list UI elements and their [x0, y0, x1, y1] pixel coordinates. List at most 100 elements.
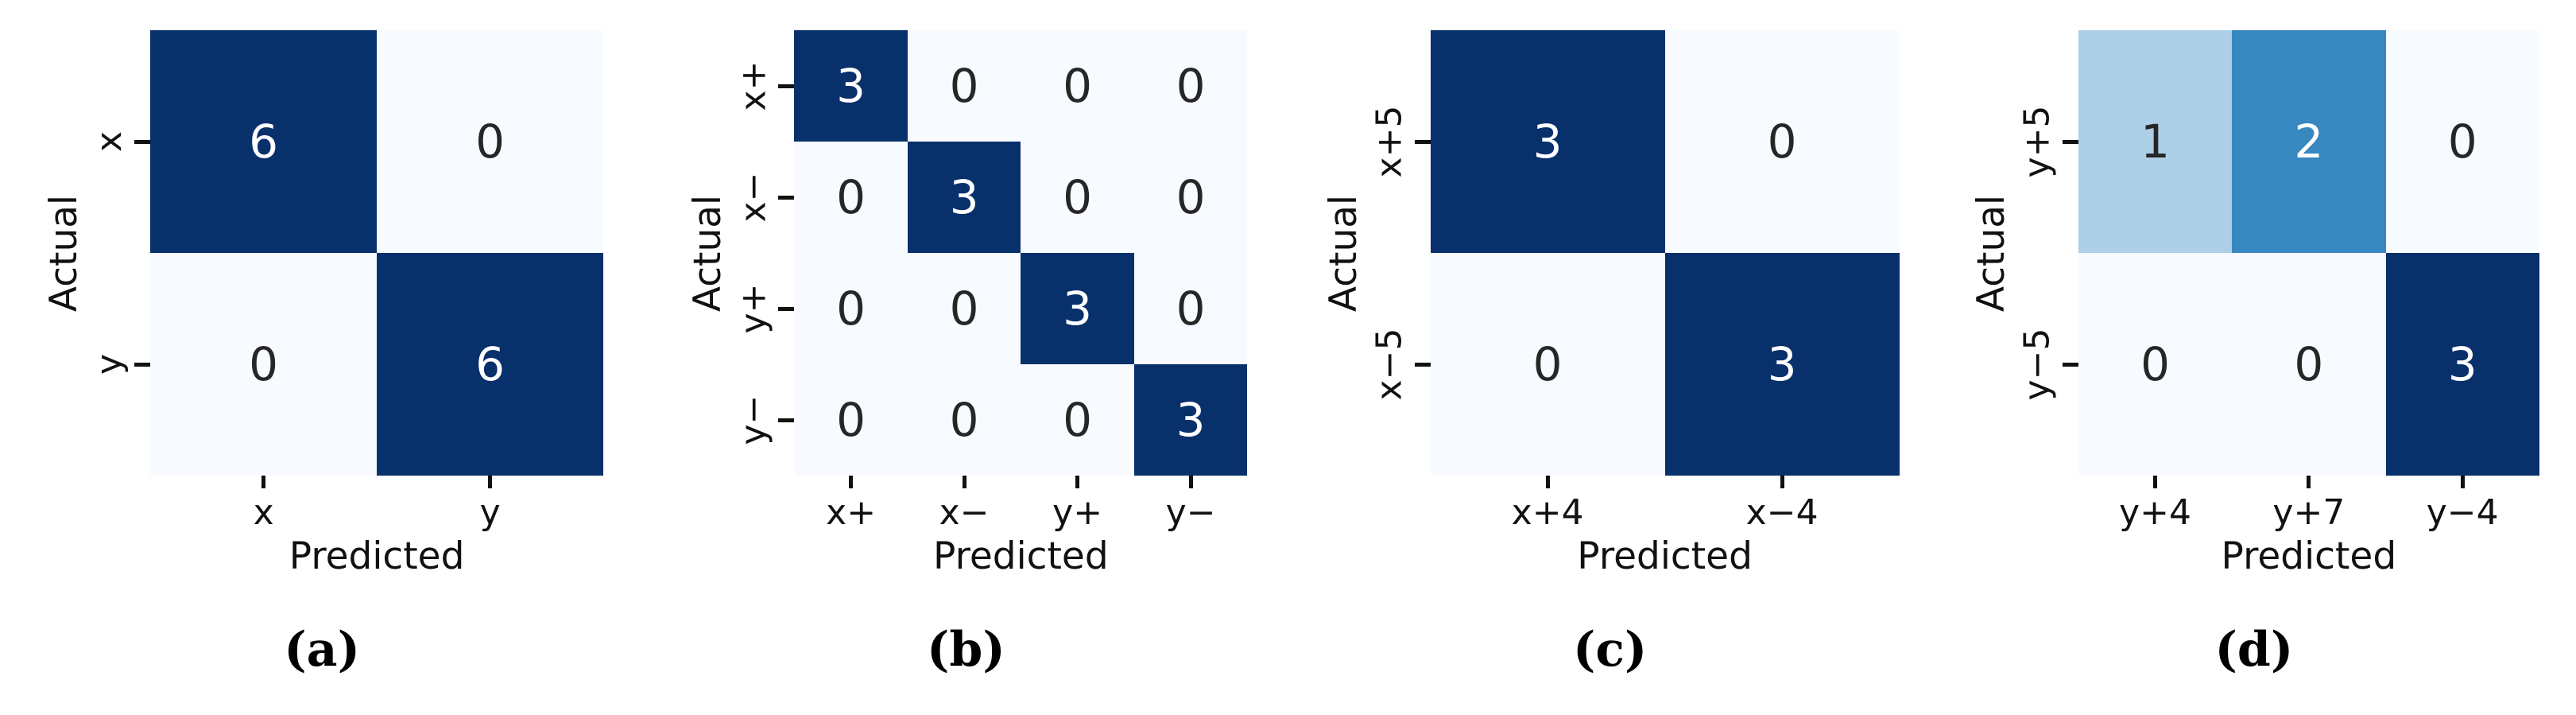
y-axis-label: Actual — [1322, 194, 1366, 312]
y-tick-label: x+ — [733, 60, 774, 111]
x-tick-labels: x+4 x−4 — [1431, 493, 1900, 533]
y-tick-label: y− — [733, 394, 774, 445]
x-tick-mark — [962, 476, 966, 488]
y-tick-label-cell: x+ — [730, 30, 777, 142]
x-tick-label: x+4 — [1511, 492, 1584, 533]
y-tick-mark — [778, 306, 795, 311]
x-tick-cell — [1021, 476, 1134, 490]
y-tick-labels: y+5 y−5 — [2015, 30, 2061, 476]
heatmap-cell-r1c2: 0 — [1021, 142, 1134, 253]
x-tick-cell — [150, 476, 377, 490]
y-tick-label: x−5 — [1369, 328, 1410, 401]
y-tick-label: x− — [733, 172, 774, 223]
heatmap-cell-r1c0: 0 — [150, 253, 378, 476]
y-axis-label: Actual — [1970, 194, 2014, 312]
x-tick-mark — [1545, 476, 1550, 488]
y-tick-cell — [1413, 253, 1431, 476]
y-tick-mark — [1414, 139, 1431, 144]
heatmap-cell-r3c3: 3 — [1133, 364, 1248, 476]
x-tick-mark — [488, 476, 493, 488]
heatmap-cell-r2c1: 0 — [907, 253, 1021, 364]
heatmap-cell-r3c0: 0 — [794, 364, 908, 476]
x-tick-label: x — [253, 492, 274, 533]
y-tick-label-cell: y−5 — [2015, 253, 2061, 476]
y-axis-label: Actual — [41, 194, 86, 312]
caption-a: (a) — [284, 622, 360, 678]
x-tick-marks — [150, 476, 603, 490]
x-tick-label-cell: y+7 — [2232, 493, 2385, 533]
y-axis-label-column: Actual — [1321, 30, 1367, 476]
caption-d: (d) — [2214, 622, 2294, 678]
x-axis-label-row: Predicted — [2078, 534, 2539, 579]
x-tick-cell — [2078, 476, 2232, 490]
heatmap-cell-r0c1: 2 — [2232, 30, 2386, 253]
heatmap-cell-r1c0: 0 — [1430, 253, 1665, 476]
heatmap-cell-r0c0: 3 — [1430, 30, 1665, 253]
x-tick-label: y — [479, 492, 501, 533]
x-tick-label: x−4 — [1745, 492, 1819, 533]
heatmap-cell-r2c2: 3 — [1021, 253, 1134, 364]
x-tick-label: y+ — [1052, 492, 1103, 533]
heatmap-cell-r3c1: 0 — [907, 364, 1021, 476]
y-tick-cell — [1413, 30, 1431, 253]
y-tick-label-cell: y — [87, 253, 133, 476]
caption-b: (b) — [927, 622, 1005, 678]
y-tick-mark — [2062, 139, 2078, 144]
x-tick-mark — [2460, 476, 2465, 488]
x-tick-mark — [2307, 476, 2311, 488]
heatmap-cell-r0c1: 0 — [907, 30, 1021, 142]
y-tick-label-cell: y+5 — [2015, 30, 2061, 253]
x-tick-mark — [849, 476, 854, 488]
y-tick-mark — [134, 362, 151, 367]
y-tick-marks — [133, 30, 151, 476]
y-tick-cell — [2061, 253, 2078, 476]
y-tick-label: x+5 — [1369, 105, 1410, 178]
x-tick-cell — [377, 476, 603, 490]
y-tick-labels: x+5 x−5 — [1367, 30, 1413, 476]
x-tick-label-cell: y− — [1134, 493, 1248, 533]
y-tick-cell — [133, 30, 151, 253]
y-tick-mark — [778, 195, 795, 200]
x-tick-cell — [2232, 476, 2385, 490]
x-tick-label-cell: y−4 — [2386, 493, 2539, 533]
heatmap-cell-r1c1: 3 — [907, 142, 1021, 253]
y-tick-label: y+ — [733, 283, 774, 334]
y-tick-label-cell: x+5 — [1367, 30, 1413, 253]
x-tick-label: x− — [939, 492, 990, 533]
heatmap-cell-r0c1: 0 — [377, 30, 604, 253]
heatmap-cell-r0c1: 0 — [1664, 30, 1900, 253]
x-tick-label-cell: x — [150, 493, 377, 533]
y-tick-cell — [777, 253, 795, 364]
y-tick-label: y−5 — [2016, 328, 2058, 401]
y-tick-label-cell: x — [87, 30, 133, 253]
x-axis-label-row: Predicted — [1431, 534, 1900, 579]
x-tick-mark — [1075, 476, 1080, 488]
y-tick-label-cell: y− — [730, 364, 777, 476]
heatmap-cell-r2c3: 0 — [1133, 253, 1248, 364]
x-tick-cell — [2386, 476, 2539, 490]
y-tick-marks — [1413, 30, 1431, 476]
y-tick-label-cell: y+ — [730, 253, 777, 364]
x-tick-mark — [1780, 476, 1784, 488]
heatmap-cell-r1c3: 0 — [1133, 142, 1248, 253]
y-tick-mark — [134, 139, 151, 144]
y-axis-label-column: Actual — [41, 30, 87, 476]
heatmap-cell-r0c2: 0 — [2385, 30, 2539, 253]
y-tick-mark — [778, 418, 795, 422]
heatmap-cell-r0c2: 0 — [1021, 30, 1134, 142]
